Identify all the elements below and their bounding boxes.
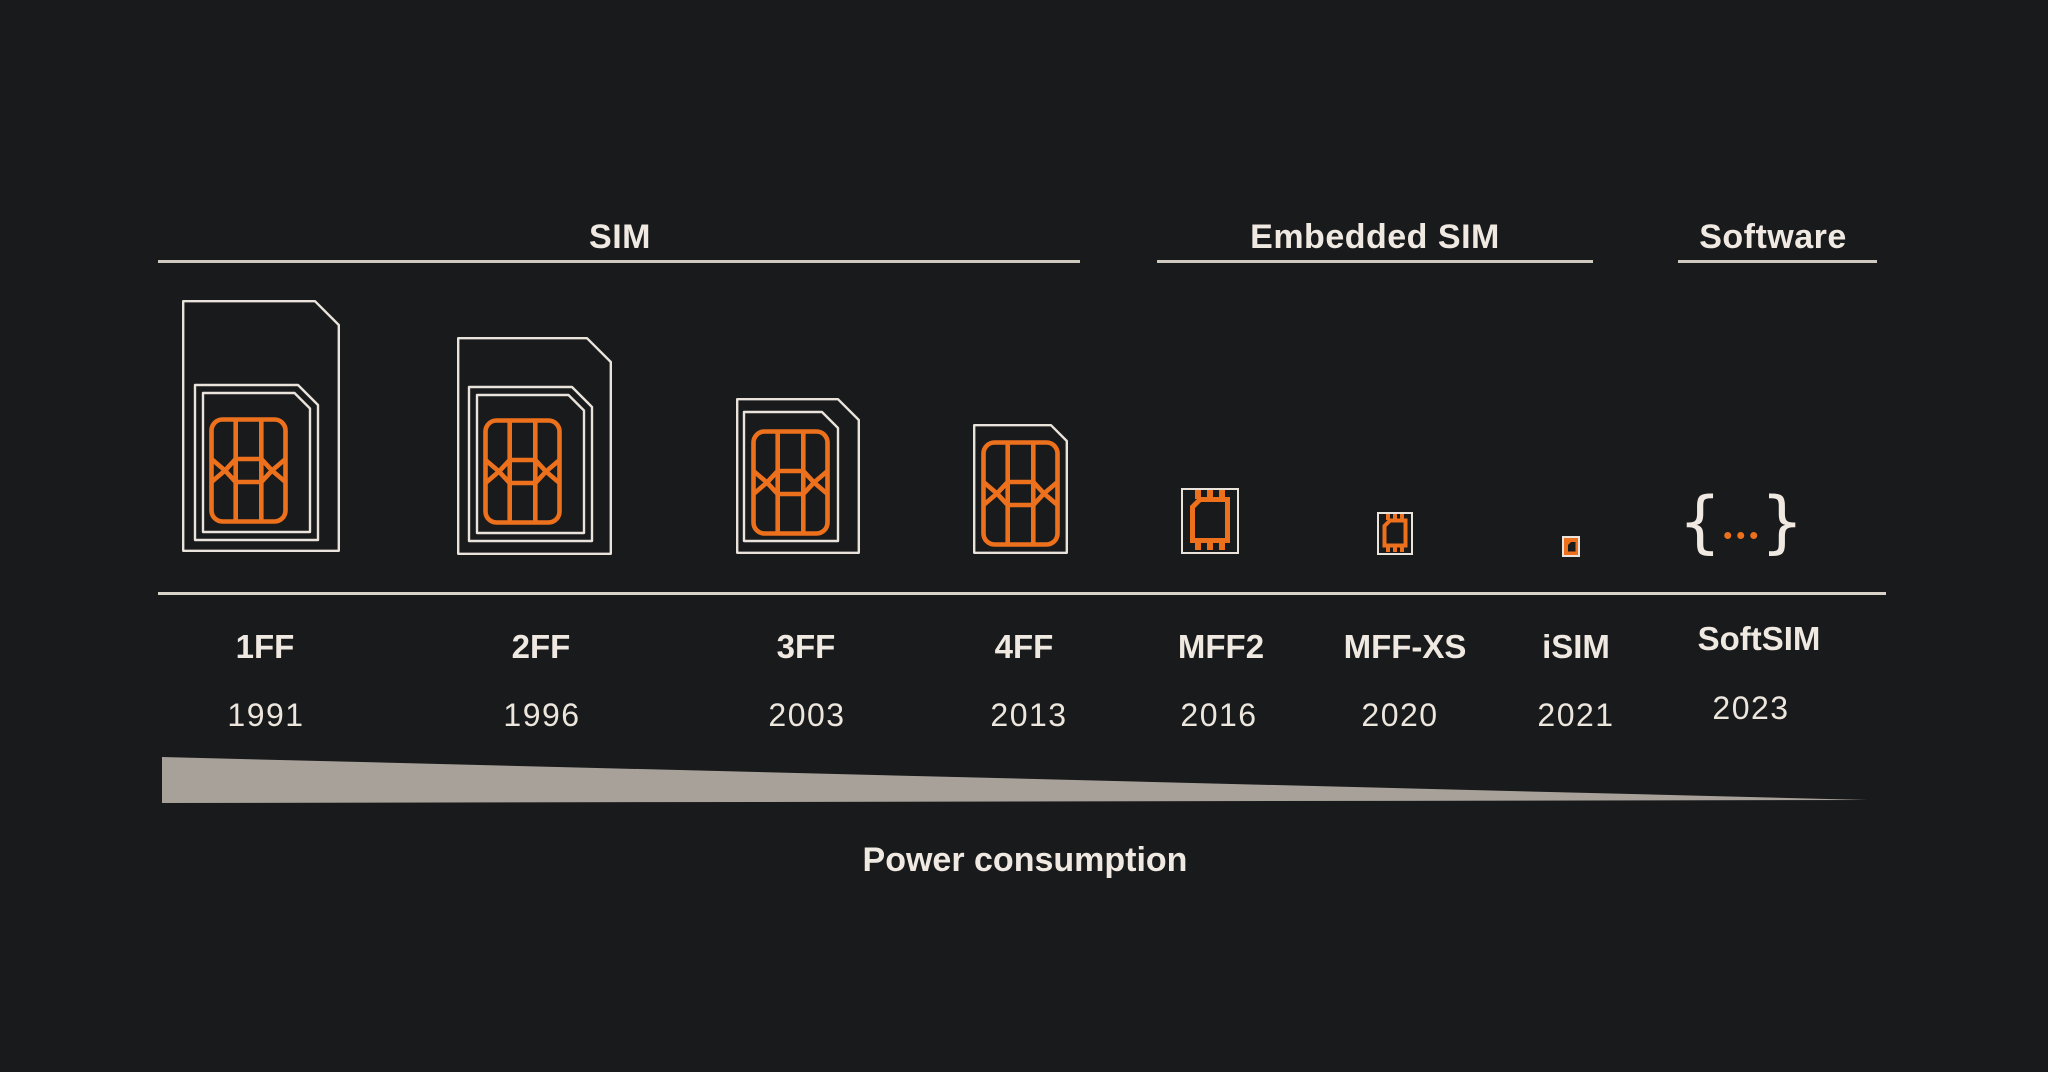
- year-1ff: 1991: [227, 697, 305, 733]
- isim-chip-icon: [1562, 536, 1580, 557]
- dot: [1724, 532, 1732, 539]
- group-underline-software: [1678, 260, 1877, 263]
- year-4ff: 2013: [990, 697, 1068, 733]
- group-underline-sim: [158, 260, 1080, 263]
- power-consumption-label: Power consumption: [862, 841, 1188, 879]
- right-brace: }: [1760, 483, 1804, 562]
- label-3ff: 3FF: [776, 628, 836, 665]
- sim-card-1ff-icon: [182, 300, 340, 552]
- label-1ff: 1FF: [235, 628, 295, 665]
- year-mff2: 2016: [1180, 697, 1258, 733]
- label-mff-xs: MFF-XS: [1343, 628, 1467, 665]
- year-softsim: 2023: [1712, 690, 1790, 726]
- year-2ff: 1996: [503, 697, 581, 733]
- group-header-embedded-sim: Embedded SIM: [1250, 218, 1500, 256]
- power-consumption-wedge: [162, 757, 1868, 803]
- year-isim: 2021: [1537, 697, 1615, 733]
- label-mff2: MFF2: [1177, 628, 1265, 665]
- mff-xs-chip-icon: [1377, 512, 1413, 555]
- year-mff-xs: 2020: [1361, 697, 1439, 733]
- left-brace: {: [1678, 483, 1722, 562]
- dot: [1750, 532, 1758, 539]
- group-underline-embedded-sim: [1157, 260, 1593, 263]
- group-header-software: Software: [1699, 218, 1847, 256]
- dot: [1737, 532, 1745, 539]
- sim-card-4ff-icon: [973, 424, 1068, 554]
- sim-card-2ff-icon: [457, 337, 612, 555]
- sim-card-3ff-icon: [736, 398, 860, 554]
- year-3ff: 2003: [768, 697, 846, 733]
- mff2-chip-icon: [1181, 488, 1239, 554]
- group-header-sim: SIM: [589, 218, 651, 256]
- label-2ff: 2FF: [511, 628, 571, 665]
- softsim-braces-icon: { }: [1678, 483, 1804, 562]
- label-isim: iSIM: [1542, 628, 1610, 665]
- ellipsis-dots: [1724, 532, 1758, 539]
- label-softsim: SoftSIM: [1697, 620, 1821, 657]
- timeline-divider: [158, 592, 1886, 595]
- label-4ff: 4FF: [994, 628, 1054, 665]
